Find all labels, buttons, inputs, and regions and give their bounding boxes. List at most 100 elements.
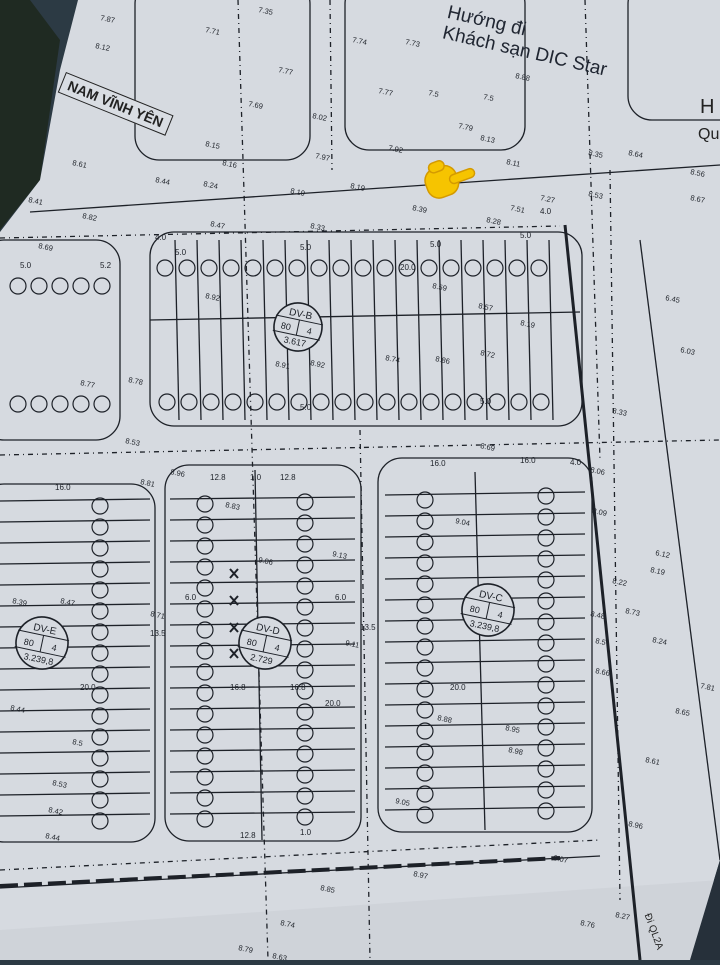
lot-line — [482, 239, 488, 421]
road-edge — [639, 239, 720, 861]
elevation-label: 9.11 — [345, 638, 361, 650]
elevation-label: 7.69 — [248, 99, 264, 111]
elevation-label: 8.24 — [652, 635, 668, 647]
elevation-label: 7.35 — [258, 5, 274, 17]
elevation-label: 8.92 — [310, 358, 326, 370]
lot-line — [416, 239, 422, 421]
dimension-label: 16.0 — [430, 459, 446, 468]
lot-number-marker — [537, 550, 555, 568]
north-block-2-outline — [344, 0, 526, 151]
block-floors: 4 — [497, 609, 504, 620]
block-name: DV-E — [32, 622, 57, 638]
dimension-label: 4.0 — [540, 207, 552, 216]
elevation-label: 8.95 — [505, 723, 521, 735]
lot-line — [174, 239, 180, 421]
lot-number-marker — [444, 393, 462, 411]
block-label-divider — [262, 635, 268, 653]
lot-number-marker — [398, 259, 416, 277]
elevation-label: 8.74 — [385, 353, 401, 365]
lot-number-marker — [9, 395, 27, 413]
road-edge-heavy — [563, 224, 642, 961]
lot-number-marker — [200, 259, 218, 277]
lot-line — [328, 239, 334, 421]
dimension-label: 5.2 — [100, 261, 112, 270]
block-name: DV-D — [255, 622, 281, 638]
elevation-label: 8.81 — [140, 477, 156, 489]
lot-number-marker — [296, 514, 314, 532]
elevation-label: 8.57 — [478, 301, 494, 313]
dimension-label: 1.0 — [300, 828, 312, 837]
lot-line — [0, 750, 151, 754]
lot-number-marker — [91, 581, 109, 599]
lot-number-marker — [290, 393, 308, 411]
lot-number-marker — [416, 575, 434, 593]
lot-number-marker — [91, 518, 109, 536]
elevation-label: 8.92 — [205, 291, 221, 303]
lot-line — [438, 239, 444, 421]
road-centerline — [0, 839, 601, 871]
lot-number-marker — [196, 705, 214, 723]
lot-number-marker — [288, 259, 306, 277]
lot-line — [0, 729, 151, 733]
elevation-label: 8.06 — [590, 465, 606, 477]
elevation-label: 8.39 — [412, 203, 428, 215]
elevation-label: 8.19 — [350, 181, 366, 193]
lot-number-marker — [416, 785, 434, 803]
lot-line — [0, 771, 151, 775]
lot-number-marker — [196, 537, 214, 555]
trees — [0, 0, 60, 230]
dimension-label: 5.0 — [480, 397, 492, 406]
lot-number-marker — [296, 682, 314, 700]
elevation-label: 8.88 — [437, 713, 453, 725]
elevation-label: 8.53 — [125, 436, 141, 448]
elevation-label: 7.5 — [483, 92, 495, 103]
lot-number-marker — [537, 529, 555, 547]
elevation-label: 8.79 — [238, 943, 254, 955]
lot-number-marker — [466, 393, 484, 411]
lot-number-marker — [378, 393, 396, 411]
lot-line — [0, 792, 151, 796]
lot-number-marker — [537, 592, 555, 610]
elevation-label: 7.92 — [388, 143, 404, 155]
lot-line — [262, 239, 268, 421]
road-edge — [29, 164, 720, 213]
lot-divider — [149, 311, 581, 321]
lot-number-marker — [296, 787, 314, 805]
elevation-label: 8.19 — [650, 565, 666, 577]
elevation-label: 8.61 — [645, 755, 661, 767]
lot-line — [0, 582, 151, 586]
lot-line — [169, 790, 356, 794]
elevation-label: 8.22 — [612, 576, 628, 588]
lot-line — [169, 685, 356, 689]
north-block-1-outline — [134, 0, 311, 161]
elevation-label: 8.77 — [80, 378, 96, 390]
dimension-label: 5.0 — [175, 248, 187, 257]
elevation-label: 9.07 — [553, 853, 569, 865]
lot-number-marker — [416, 554, 434, 572]
lot-number-marker — [224, 393, 242, 411]
lot-number-marker — [420, 259, 438, 277]
lot-line — [0, 519, 151, 523]
dimension-label: 5.0 — [430, 240, 442, 249]
lot-number-marker — [416, 512, 434, 530]
elevation-label: 6.45 — [665, 293, 681, 305]
lot-number-marker — [296, 577, 314, 595]
lot-number-marker — [537, 781, 555, 799]
lot-line — [240, 239, 246, 421]
paper-fold-shadow — [0, 880, 720, 960]
dimension-label: 16.8 — [230, 683, 246, 692]
lot-number-marker — [72, 395, 90, 413]
lot-line — [384, 491, 586, 496]
elevation-label: 6.12 — [655, 548, 671, 560]
lot-number-marker — [196, 810, 214, 828]
block-name: DV-C — [478, 589, 504, 605]
lot-number-marker — [530, 259, 548, 277]
lot-number-marker — [196, 684, 214, 702]
lot-number-marker — [196, 642, 214, 660]
elevation-label: 8.12 — [95, 41, 111, 53]
lot-number-marker — [244, 259, 262, 277]
lot-number-marker — [72, 277, 90, 295]
elevation-label: 8.19 — [520, 318, 536, 330]
lot-number-marker — [416, 764, 434, 782]
